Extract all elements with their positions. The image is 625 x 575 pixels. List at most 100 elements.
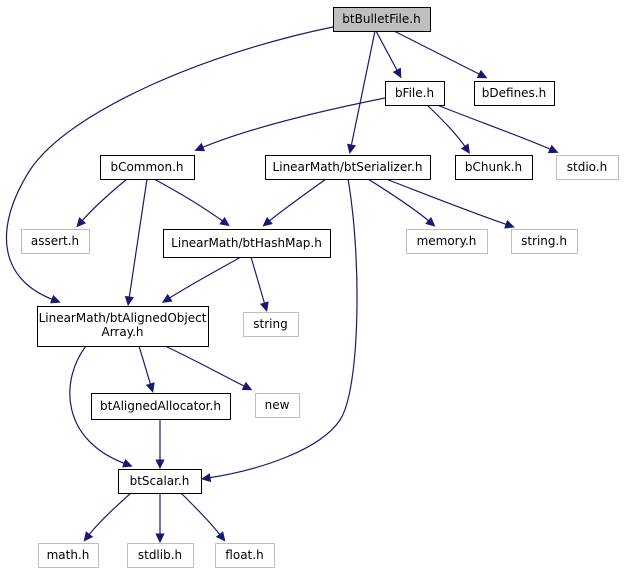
edge-b_file-to-b_chunk — [426, 104, 470, 154]
node-b-common[interactable]: bCommon.h — [100, 155, 195, 180]
node-bt-bullet-file[interactable]: btBulletFile.h — [333, 7, 431, 32]
arrowhead-icon — [122, 458, 133, 468]
edge-bt_hash_map-to-bt_aligned_object_array — [161, 256, 242, 303]
arrowhead-icon — [392, 67, 402, 79]
node-bt-serializer[interactable]: LinearMath/btSerializer.h — [265, 155, 431, 180]
edge-bt_aligned_object_array-to-bt_scalar — [69, 345, 133, 468]
node-box — [91, 393, 231, 420]
node-assert-h: assert.h — [21, 229, 90, 254]
node-label: btAlignedAllocator.h — [100, 399, 221, 413]
arrowhead-icon — [425, 216, 436, 227]
edge-line — [436, 104, 553, 151]
node-label: memory.h — [417, 234, 477, 248]
node-box — [163, 229, 331, 258]
edge-bt_scalar-to-stdlib_h — [155, 493, 165, 544]
arrowhead-icon — [476, 69, 488, 79]
edge-line — [200, 97, 386, 149]
edge-line — [153, 178, 225, 223]
edge-line — [5, 26, 334, 301]
node-label: string — [253, 317, 287, 331]
node-new-std: new — [255, 393, 300, 418]
edge-line — [250, 256, 266, 306]
node-b-file[interactable]: bFile.h — [385, 81, 445, 106]
edge-bt_hash_map-to-string_std — [250, 256, 269, 312]
edge-bt_serializer-to-string_h — [385, 178, 515, 229]
node-box — [215, 543, 275, 568]
node-label-line: LinearMath/btAlignedObject — [39, 311, 207, 325]
node-label: string.h — [521, 234, 567, 248]
edge-bt_serializer-to-memory_h — [367, 178, 436, 227]
node-bt-hash-map[interactable]: LinearMath/btHashMap.h — [163, 229, 331, 258]
edge-b_common-to-assert_h — [76, 178, 128, 228]
arrowhead-icon — [50, 294, 61, 304]
edge-b_common-to-bt_hash_map — [153, 178, 230, 227]
edge-line — [69, 345, 127, 465]
edge-bt_bullet_file-to-b_file — [375, 30, 402, 79]
edge-b_common-to-bt_aligned_object_array — [124, 178, 148, 307]
arrowhead-icon — [83, 531, 94, 542]
edge-line — [164, 345, 247, 388]
node-box — [406, 229, 488, 254]
arrowhead-icon — [347, 143, 357, 155]
node-box — [511, 229, 578, 254]
edge-line — [138, 345, 152, 387]
node-box — [333, 7, 431, 32]
edge-line — [87, 492, 132, 537]
node-box — [38, 543, 99, 568]
edge-line — [128, 178, 148, 300]
edge-line — [80, 178, 128, 223]
edge-line — [426, 104, 467, 149]
edge-bt_bullet_file-to-b_defines — [393, 30, 488, 79]
node-box — [243, 312, 299, 337]
node-box — [556, 155, 619, 180]
edge-bt_scalar-to-math_h — [83, 492, 132, 542]
node-label: bChunk.h — [465, 160, 522, 174]
arrowhead-icon — [215, 531, 226, 542]
edge-line — [393, 30, 482, 76]
edge-bt_bullet_file-to-bt_serializer — [347, 30, 376, 155]
node-label: btScalar.h — [130, 474, 190, 488]
node-math-h: math.h — [38, 543, 99, 568]
edge-line — [180, 492, 222, 537]
arrowhead-icon — [161, 293, 173, 303]
node-memory-h: memory.h — [406, 229, 488, 254]
nodes-layer: btBulletFile.h bFile.h bDefines.h bCommon.h… — [21, 7, 619, 568]
arrowhead-icon — [460, 143, 470, 154]
arrowhead-icon — [155, 459, 165, 470]
arrowhead-icon — [547, 144, 559, 154]
arrowhead-icon — [124, 295, 134, 307]
arrowhead-icon — [76, 217, 87, 228]
node-label: math.h — [47, 548, 90, 562]
arrowhead-icon — [259, 301, 269, 312]
node-label: float.h — [225, 548, 263, 562]
edge-line — [375, 30, 399, 73]
edge-bt_bullet_file-to-bt_aligned_object_array — [5, 26, 334, 304]
node-box — [385, 81, 445, 106]
node-bt-scalar[interactable]: btScalar.h — [118, 469, 202, 494]
edges-layer — [5, 26, 559, 544]
arrowhead-icon — [145, 382, 155, 393]
edge-line — [350, 30, 376, 148]
node-box — [37, 306, 209, 347]
node-label: stdlib.h — [138, 548, 182, 562]
node-label: bDefines.h — [482, 86, 546, 100]
node-box — [127, 543, 194, 568]
arrowhead-icon — [262, 216, 273, 227]
node-box — [455, 155, 533, 180]
arrowhead-icon — [194, 142, 206, 152]
node-label: stdio.h — [567, 160, 607, 174]
node-box — [255, 393, 300, 418]
edge-bt_serializer-to-bt_hash_map — [262, 178, 327, 227]
edge-line — [385, 178, 509, 226]
node-label: btBulletFile.h — [342, 12, 420, 26]
node-b-defines[interactable]: bDefines.h — [474, 81, 555, 106]
edge-bt_aligned_allocator-to-bt_scalar — [155, 419, 165, 470]
node-label: bCommon.h — [110, 160, 183, 174]
node-bt-aligned-allocator[interactable]: btAlignedAllocator.h — [91, 393, 231, 420]
node-stdio-h: stdio.h — [556, 155, 619, 180]
node-box — [118, 469, 202, 494]
arrowhead-icon — [504, 219, 515, 229]
edge-b_file-to-stdio_h — [436, 104, 559, 154]
node-b-chunk[interactable]: bChunk.h — [455, 155, 533, 180]
